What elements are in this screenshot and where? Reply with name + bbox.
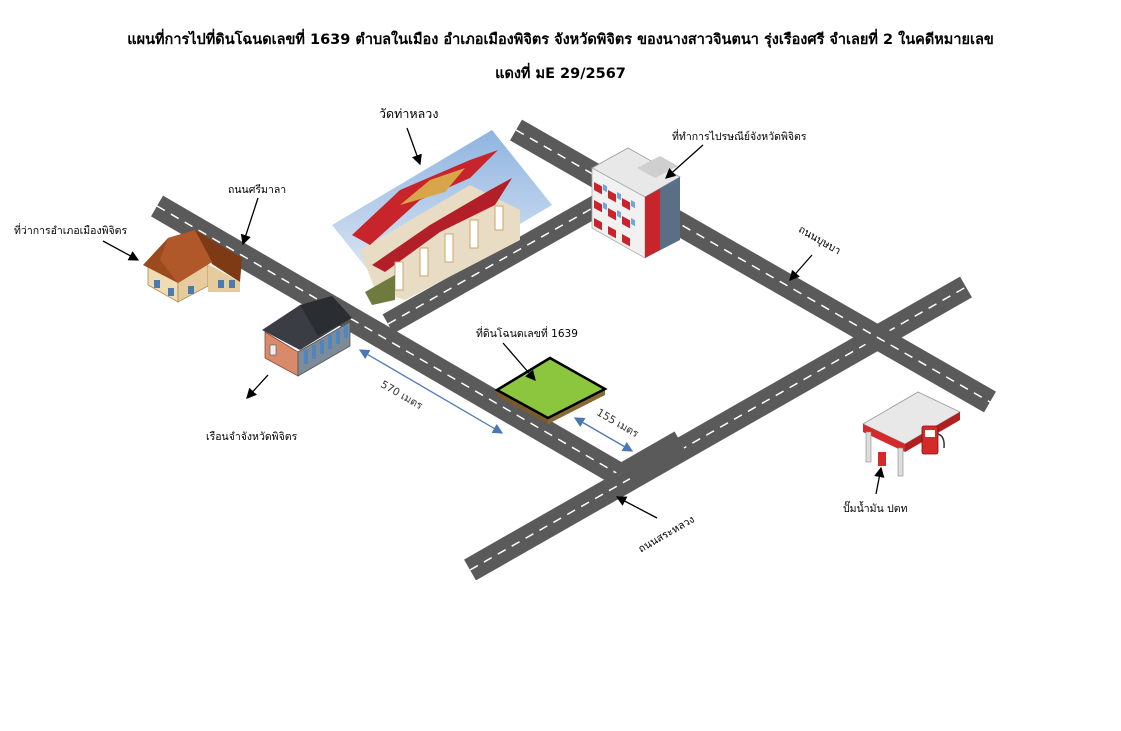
plot-leader (502, 342, 536, 381)
sa-luang-leader (615, 496, 658, 519)
distance-155-arrow (573, 417, 634, 452)
map-title-line2: แดงที่ มE 29/2567 (495, 66, 626, 82)
si-mala-leader (240, 197, 259, 246)
distance-155-label: 155 เมตร (594, 407, 640, 441)
distance-570-arrow (358, 349, 504, 434)
district-office-building (143, 230, 242, 303)
gas-station (862, 391, 961, 477)
road-si-mala-label: ถนนศรีมาลา (228, 184, 287, 196)
map-title-line1: แผนที่การไปที่ดินโฉนดเลขที่ 1639 ตำบลในเ… (127, 32, 994, 48)
post-office-building (591, 147, 681, 259)
prison-building (262, 296, 352, 377)
temple-leader (406, 127, 422, 166)
post-office-leader (665, 144, 704, 179)
gas-station-label: ปั๊มน้ำมัน ปตท (843, 503, 908, 515)
road-bucha-label: ถนนบุษบา (796, 223, 843, 257)
leader-arrows (102, 127, 885, 519)
gas-station-leader (874, 466, 885, 495)
prison-leader (246, 374, 269, 399)
post-office-label: ที่ทำการไปรษณีย์จังหวัดพิจิตร (672, 131, 807, 143)
road-bucha (510, 119, 996, 413)
bucha-leader (789, 254, 813, 281)
road-connector (382, 191, 611, 334)
road-sa-luang-label: ถนนสระหลวง (636, 514, 696, 556)
land-plot-label: ที่ดินโฉนดเลขที่ 1639 (476, 328, 578, 340)
temple-picture (332, 130, 552, 305)
road-side-link (620, 431, 686, 482)
road-si-mala (150, 195, 632, 489)
temple-label: วัดท่าหลวง (379, 106, 439, 121)
district-office-leader (102, 240, 140, 261)
district-office-label: ที่ว่าการอำเภอเมืองพิจิตร (14, 225, 128, 237)
land-plot-1639 (494, 356, 608, 424)
prison-label: เรือนจำจังหวัดพิจิตร (206, 431, 298, 443)
